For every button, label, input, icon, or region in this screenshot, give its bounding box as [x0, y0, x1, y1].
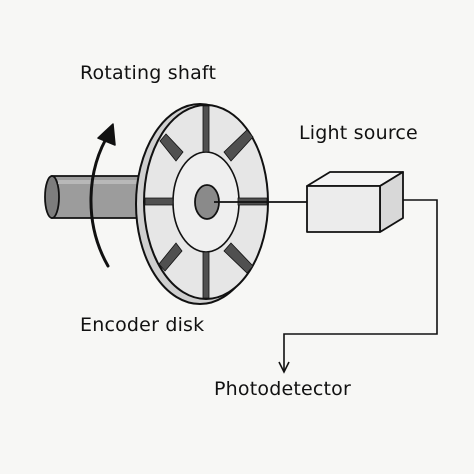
label-rotating-shaft: Rotating shaft — [80, 62, 217, 84]
label-encoder-disk: Encoder disk — [80, 314, 205, 336]
photodetector-arrow-icon — [278, 361, 290, 374]
rotation-arrow-icon — [89, 123, 116, 268]
light-source-icon — [306, 171, 404, 233]
encoder-disk-icon — [135, 103, 269, 305]
encoder-slots — [144, 105, 268, 299]
label-photodetector: Photodetector — [214, 378, 352, 400]
detector-wire — [283, 199, 438, 370]
label-light-source: Light source — [299, 122, 418, 144]
